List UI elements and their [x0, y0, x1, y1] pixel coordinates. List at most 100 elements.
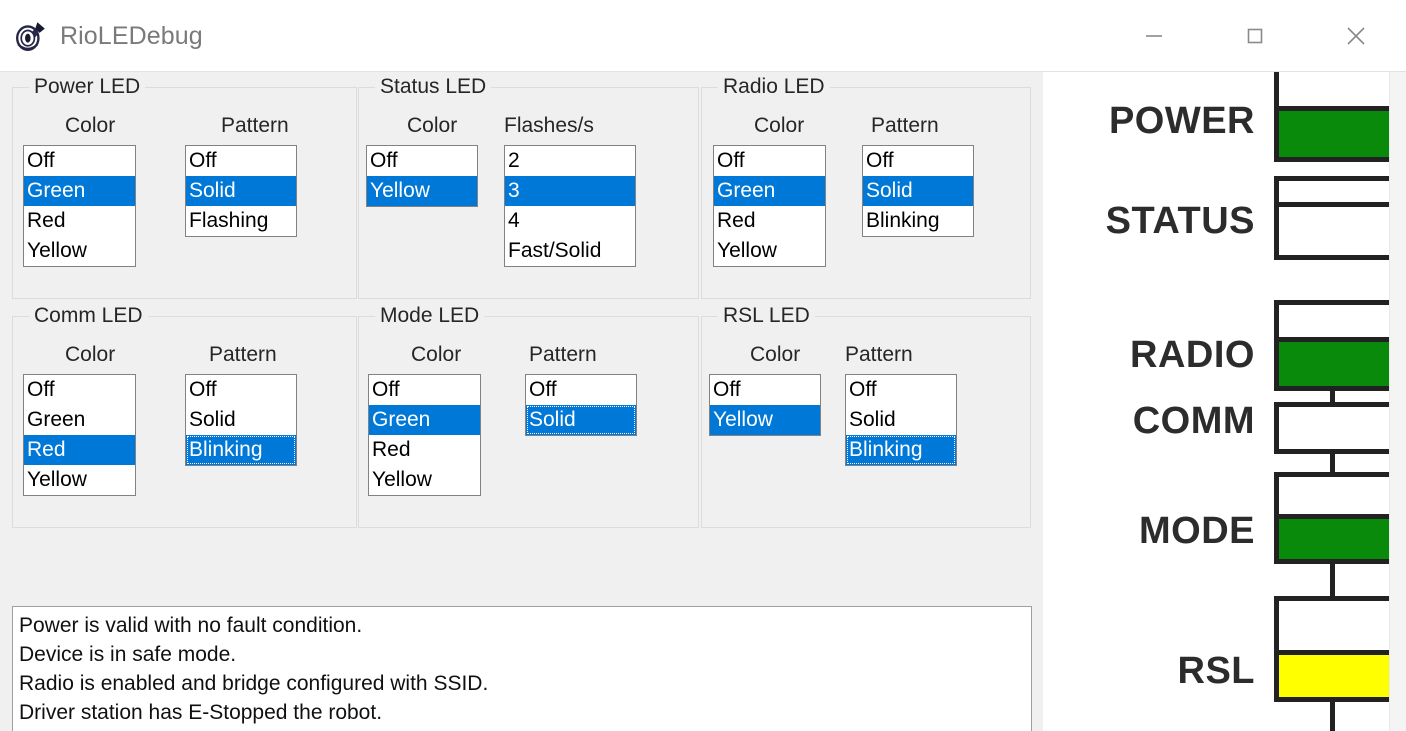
status-line: Radio is enabled and bridge configured w…	[19, 672, 489, 695]
list-item[interactable]: Off	[27, 149, 55, 172]
list-item[interactable]: Blinking	[866, 209, 940, 232]
list-item[interactable]: Off	[713, 378, 741, 401]
comm-color-label: Color	[65, 343, 116, 366]
list-item[interactable]: Off	[717, 149, 745, 172]
list-item[interactable]: Off	[27, 378, 55, 401]
list-item[interactable]: Yellow	[710, 405, 820, 435]
led-label-comm: COMM	[1132, 400, 1255, 442]
list-item[interactable]: Solid	[863, 176, 973, 206]
led-indicator-rsl	[1274, 650, 1399, 702]
list-item[interactable]: Solid	[849, 408, 896, 431]
title-bar-left: RioLEDebug	[14, 0, 203, 72]
list-item[interactable]: Red	[717, 209, 756, 232]
list-item[interactable]: Red	[27, 209, 66, 232]
bezel-spine-2	[1330, 304, 1335, 484]
app-shield-icon	[16, 22, 45, 51]
mode-color-label: Color	[411, 343, 462, 366]
minimize-icon	[1145, 34, 1162, 37]
comm-pattern-listbox[interactable]: Off Solid Blinking	[185, 374, 297, 466]
maximize-button[interactable]	[1204, 0, 1305, 71]
list-item[interactable]: 2	[508, 149, 520, 172]
rsl-color-label: Color	[750, 343, 801, 366]
led-preview-panel: POWER STATUS RADIO COMM MODE RSL	[1043, 72, 1406, 731]
status-line: Device is in safe mode.	[19, 643, 237, 666]
rsl-pattern-label: Pattern	[845, 343, 913, 366]
window-title: RioLEDebug	[60, 21, 203, 50]
window-controls	[1103, 0, 1406, 71]
list-item[interactable]: Green	[27, 408, 86, 431]
title-bar: RioLEDebug	[0, 0, 1406, 72]
list-item[interactable]: Off	[866, 149, 894, 172]
status-message-box[interactable]: Power is valid with no fault condition. …	[12, 606, 1032, 731]
close-button[interactable]	[1305, 0, 1406, 71]
group-mode-led-title: Mode LED	[375, 304, 485, 328]
maximize-icon	[1247, 28, 1262, 43]
radio-color-label: Color	[754, 114, 805, 137]
led-indicator-radio	[1274, 337, 1399, 391]
list-item[interactable]: Green	[714, 176, 825, 206]
group-power-led: Power LED Color Off Green Red Yellow Pat…	[12, 75, 357, 299]
group-radio-led: Radio LED Color Off Green Red Yellow Pat…	[701, 75, 1031, 299]
mode-color-listbox[interactable]: Off Green Red Yellow	[368, 374, 481, 496]
list-item[interactable]: Off	[189, 378, 217, 401]
power-pattern-listbox[interactable]: Off Solid Flashing	[185, 145, 297, 237]
list-item[interactable]: Yellow	[367, 176, 477, 206]
status-color-label: Color	[407, 114, 458, 137]
list-item[interactable]: Off	[849, 378, 877, 401]
list-item[interactable]: 3	[505, 176, 635, 206]
minimize-button[interactable]	[1103, 0, 1204, 71]
list-item[interactable]: Yellow	[717, 239, 777, 262]
radio-pattern-listbox[interactable]: Off Solid Blinking	[862, 145, 974, 237]
led-indicator-status	[1274, 202, 1399, 260]
group-status-led: Status LED Color Off Yellow Flashes/s 2 …	[358, 75, 699, 299]
status-line: Outputs enabled. Autonomous mode.	[19, 727, 1025, 731]
list-item[interactable]: Yellow	[27, 468, 87, 491]
led-label-status: STATUS	[1105, 200, 1255, 242]
list-item[interactable]: Yellow	[372, 468, 432, 491]
radio-pattern-label: Pattern	[871, 114, 939, 137]
list-item[interactable]: Off	[189, 149, 217, 172]
list-item[interactable]: Flashing	[189, 209, 269, 232]
list-item[interactable]: Green	[24, 176, 135, 206]
list-item[interactable]: Solid	[189, 408, 236, 431]
rsl-color-listbox[interactable]: Off Yellow	[709, 374, 821, 436]
list-item[interactable]: Red	[372, 438, 411, 461]
group-comm-led-title: Comm LED	[29, 304, 148, 328]
status-color-listbox[interactable]: Off Yellow	[366, 145, 478, 207]
bezel-spine-4	[1330, 692, 1335, 731]
mode-pattern-label: Pattern	[529, 343, 597, 366]
power-color-label: Color	[65, 114, 116, 137]
led-label-radio: RADIO	[1130, 334, 1255, 376]
list-item[interactable]: Red	[24, 435, 135, 465]
group-radio-led-title: Radio LED	[718, 75, 830, 99]
led-panel-scrollbar[interactable]	[1389, 72, 1406, 731]
radio-color-listbox[interactable]: Off Green Red Yellow	[713, 145, 826, 267]
led-config-area: Power LED Color Off Green Red Yellow Pat…	[0, 72, 1043, 731]
list-item[interactable]: Blinking	[186, 435, 296, 465]
list-item[interactable]: Blinking	[846, 435, 956, 465]
list-item[interactable]: Off	[529, 378, 557, 401]
rsl-pattern-listbox[interactable]: Off Solid Blinking	[845, 374, 957, 466]
led-label-rsl: RSL	[1177, 650, 1255, 692]
comm-color-listbox[interactable]: Off Green Red Yellow	[23, 374, 136, 496]
list-item[interactable]: Yellow	[27, 239, 87, 262]
led-label-mode: MODE	[1139, 510, 1255, 552]
led-label-power: POWER	[1108, 100, 1255, 142]
power-color-listbox[interactable]: Off Green Red Yellow	[23, 145, 136, 267]
list-item[interactable]: Solid	[186, 176, 296, 206]
led-indicator-comm	[1274, 402, 1399, 454]
group-status-led-title: Status LED	[375, 75, 492, 99]
list-item[interactable]: Green	[369, 405, 480, 435]
list-item[interactable]: Off	[372, 378, 400, 401]
status-flashes-listbox[interactable]: 2 3 4 Fast/Solid	[504, 145, 636, 267]
list-item[interactable]: Solid	[526, 405, 636, 435]
led-indicator-power	[1274, 106, 1399, 162]
mode-pattern-listbox[interactable]: Off Solid	[525, 374, 637, 436]
status-line: Driver station has E-Stopped the robot.	[19, 701, 383, 724]
list-item[interactable]: Fast/Solid	[508, 239, 602, 262]
list-item[interactable]: 4	[508, 209, 520, 232]
comm-pattern-label: Pattern	[209, 343, 277, 366]
group-rsl-led: RSL LED Color Off Yellow Pattern Off Sol…	[701, 304, 1031, 528]
list-item[interactable]: Off	[370, 149, 398, 172]
